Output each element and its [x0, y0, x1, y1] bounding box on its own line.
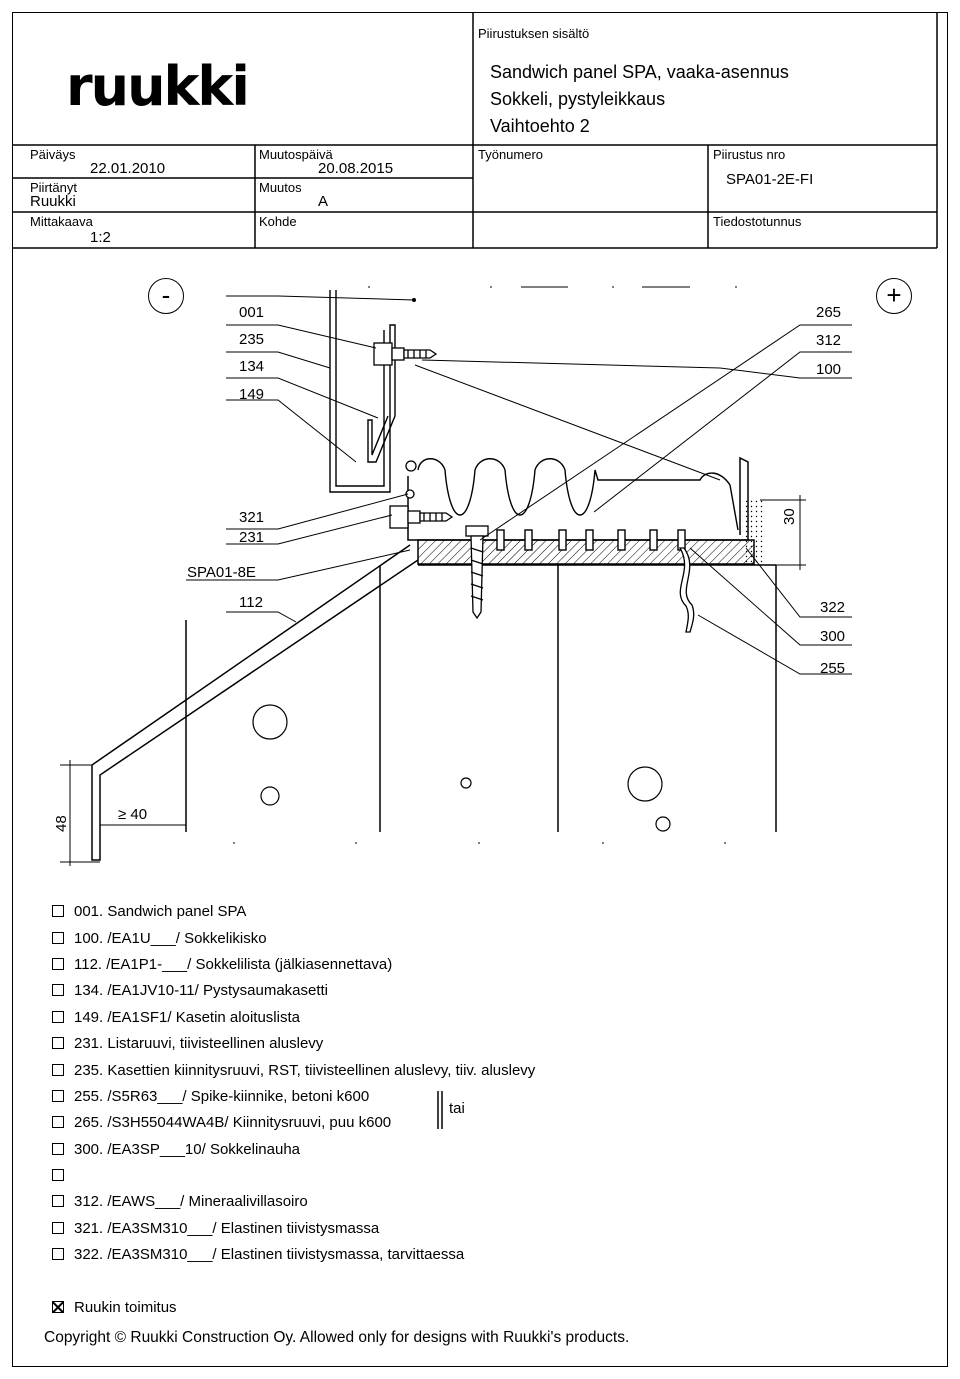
drawing-number-value: SPA01-2E-FI [726, 171, 814, 188]
file-id-label: Tiedostotunnus [713, 214, 802, 229]
checkbox[interactable] [52, 1248, 64, 1260]
checkbox[interactable] [52, 984, 64, 996]
foundation [185, 565, 777, 832]
title-line-2: Sokkeli, pystyleikkaus [490, 89, 666, 109]
spike-255 [678, 547, 695, 633]
date-value: 22.01.2010 [90, 160, 166, 177]
label-322: 322 [820, 599, 846, 616]
leaders-right [421, 324, 852, 675]
label-100: 100 [816, 361, 842, 378]
leaders-left [186, 295, 415, 623]
legend-item[interactable]: 265. /S3H55044WA4B/ Kiinnitysruuvi, puu … [52, 1113, 391, 1131]
copyright-text: Copyright © Ruukki Construction Oy. Allo… [44, 1329, 630, 1346]
label-001: 001 [239, 304, 265, 321]
drawing-number-label: Piirustus nro [713, 147, 786, 162]
checkbox[interactable] [52, 1011, 64, 1023]
checked-box-icon [52, 1301, 64, 1313]
dimension-48 [60, 760, 100, 866]
or-bracket [437, 1091, 443, 1129]
dimension-30 [760, 495, 806, 570]
revision-label: Muutos [259, 180, 302, 195]
panel-studs [496, 529, 686, 551]
checkbox[interactable] [52, 1169, 64, 1181]
label-149: 149 [239, 386, 265, 403]
zoom-out-button[interactable]: - [148, 278, 184, 314]
dimension-48-label: 48 [53, 815, 70, 832]
revision-value: A [318, 193, 329, 210]
zoom-in-button[interactable]: + [876, 278, 912, 314]
drawn-by-label: Piirtänyt [30, 180, 77, 195]
contents-label: Piirustuksen sisältö [478, 26, 590, 41]
scale-value: 1:2 [90, 229, 111, 246]
object-label: Kohde [259, 214, 297, 229]
checkbox[interactable] [52, 1143, 64, 1155]
legend-item[interactable]: 100. /EA1U___/ Sokkelikisko [52, 929, 267, 947]
legend-item[interactable]: 112. /EA1P1-___/ Sokkelilista (jälkiasen… [52, 955, 392, 973]
label-112: 112 [239, 594, 263, 611]
dimension-30-label: 30 [781, 508, 798, 525]
label-321: 321 [239, 509, 265, 526]
panel-profile [417, 458, 739, 531]
checkbox[interactable] [52, 958, 64, 970]
scale-label: Mittakaava [30, 214, 93, 229]
screw-235 [373, 342, 438, 366]
legend-item[interactable]: 235. Kasettien kiinnitysruuvi, RST, tiiv… [52, 1061, 535, 1079]
base-rail [407, 456, 749, 541]
legend-item[interactable]: 312. /EAWS___/ Mineraalivillasoiro [52, 1192, 308, 1210]
modified-date-label: Muutospäivä [259, 147, 333, 162]
legend-item[interactable]: 300. /EA3SP___10/ Sokkelinauha [52, 1140, 300, 1158]
label-231: 231 [239, 529, 265, 546]
work-number-label: Työnumero [478, 147, 544, 162]
aggregate-circles [252, 704, 671, 832]
screw-231 [389, 505, 454, 529]
label-255: 255 [820, 660, 846, 677]
label-134: 134 [239, 358, 265, 375]
title-line-3: Vaihtoehto 2 [490, 116, 590, 136]
checkbox[interactable] [52, 1195, 64, 1207]
checkbox[interactable] [52, 1064, 64, 1076]
legend-item[interactable]: 231. Listaruuvi, tiivisteellinen aluslev… [52, 1034, 323, 1052]
label-265: 265 [816, 304, 842, 321]
label-spa01-8e: SPA01-8E [187, 564, 256, 581]
screw-265 [465, 525, 489, 620]
drawn-by-value: Ruukki [30, 193, 76, 210]
title-line-1: Sandwich panel SPA, vaaka-asennus [490, 62, 789, 82]
date-label: Päiväys [30, 147, 76, 162]
legend-item[interactable]: 001. Sandwich panel SPA [52, 902, 246, 920]
modified-date-value: 20.08.2015 [318, 160, 394, 177]
sheet-frame [12, 12, 948, 1367]
checkbox[interactable] [52, 1222, 64, 1234]
checkbox[interactable] [52, 932, 64, 944]
checkbox[interactable] [52, 1037, 64, 1049]
sealant-321 [405, 460, 417, 472]
checkbox[interactable] [52, 905, 64, 917]
mineral-wool-strip [742, 500, 764, 564]
cassette-profile [329, 290, 396, 493]
plinth-flashing-112 [91, 544, 419, 861]
legend-item[interactable]: 255. /S5R63___/ Spike-kiinnike, betoni k… [52, 1087, 369, 1105]
checkbox[interactable] [52, 1116, 64, 1128]
title-block-grid [12, 12, 938, 249]
legend-item[interactable]: 321. /EA3SM310___/ Elastinen tiivistysma… [52, 1219, 379, 1237]
or-label: tai [449, 1100, 465, 1117]
dimension-40-label: ≥ 40 [118, 806, 148, 823]
legend-item-empty[interactable] [52, 1166, 74, 1184]
legend-item[interactable]: 134. /EA1JV10-11/ Pystysaumakasetti [52, 981, 328, 999]
delivery-legend: Ruukin toimitus [52, 1298, 177, 1316]
legend-item[interactable]: 322. /EA3SM310___/ Elastinen tiivistysma… [52, 1245, 464, 1263]
checkbox[interactable] [52, 1090, 64, 1102]
ruukki-logo: ruukki [66, 55, 250, 118]
section-drawing-svg [60, 286, 852, 866]
label-235: 235 [239, 331, 265, 348]
label-300: 300 [820, 628, 846, 645]
label-312: 312 [816, 332, 842, 349]
legend-item[interactable]: 149. /EA1SF1/ Kasetin aloituslista [52, 1008, 300, 1026]
